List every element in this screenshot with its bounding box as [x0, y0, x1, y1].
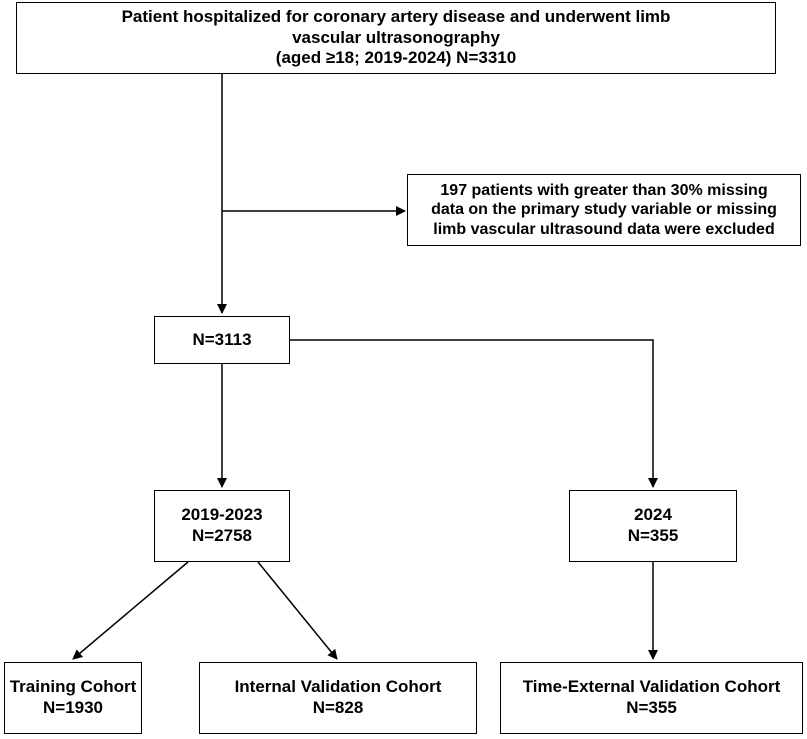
top-box-line3: (aged ≥18; 2019-2024) N=3310: [275, 48, 517, 68]
year-box-line1: 2024: [634, 505, 672, 525]
training-box: Training Cohort N=1930: [4, 662, 142, 734]
internal-box-line2: N=828: [312, 698, 364, 717]
total-box-line1: N=3113: [192, 329, 252, 349]
exclusion-box-line3: limb vascular ultrasound data were exclu…: [433, 220, 775, 238]
external-box: Time-External Validation Cohort N=355: [500, 662, 803, 734]
external-box-line1: Time-External Validation Cohort: [522, 677, 781, 697]
year-box-line2: N=355: [627, 526, 679, 545]
period-box-line1: 2019-2023: [181, 505, 263, 525]
internal-box: Internal Validation Cohort N=828: [199, 662, 477, 734]
exclusion-box-line1: 197 patients with greater than 30% missi…: [440, 181, 768, 199]
period-box-line2: N=2758: [191, 526, 253, 545]
training-box-line1: Training Cohort: [9, 677, 137, 697]
arrow-period-to-training: [72, 561, 189, 660]
top-box-line2: vascular ultrasonography: [292, 27, 500, 47]
total-box: N=3113: [154, 316, 290, 364]
exclusion-box: 197 patients with greater than 30% missi…: [407, 174, 801, 246]
period-box: 2019-2023 N=2758: [154, 490, 290, 562]
year-box: 2024 N=355: [569, 490, 737, 562]
training-box-line2: N=1930: [42, 698, 104, 717]
top-box: Patient hospitalized for coronary artery…: [16, 2, 776, 74]
exclusion-box-line2: data on the primary study variable or mi…: [431, 201, 777, 219]
arrow-period-to-internal: [257, 561, 338, 660]
top-box-line1: Patient hospitalized for coronary artery…: [121, 6, 671, 26]
internal-box-line1: Internal Validation Cohort: [234, 677, 442, 697]
external-box-line2: N=355: [626, 698, 677, 717]
arrow-total-to-year: [290, 339, 658, 488]
